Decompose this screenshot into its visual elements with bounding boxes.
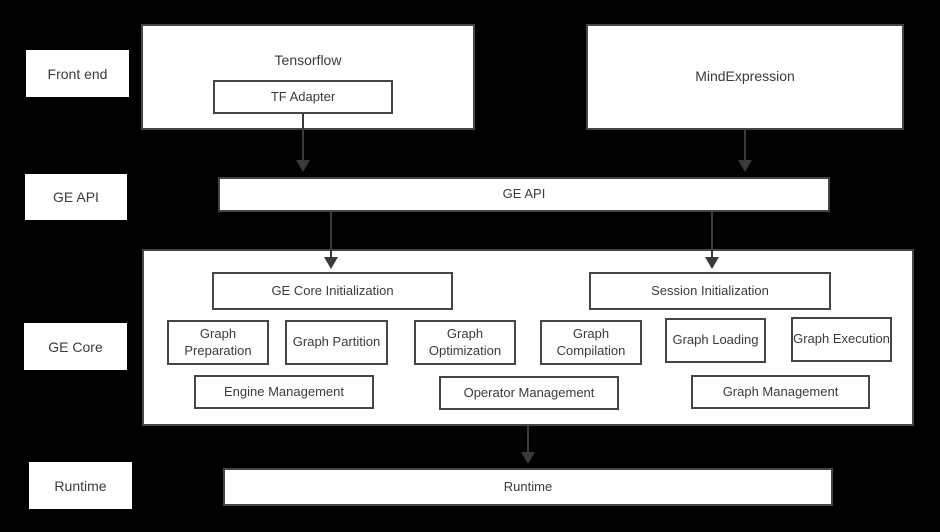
ge-api-bar: GE API (218, 177, 830, 212)
graph-execution-box: Graph Execution (791, 317, 892, 362)
tensorflow-title: Tensorflow (274, 52, 342, 68)
arrow-tf-adapter-to-ge-api (296, 114, 310, 172)
arrow-ge-api-to-session-init (705, 212, 719, 269)
arrow-ge-api-to-ge-core-init (324, 212, 338, 269)
tf-adapter-box: TF Adapter (213, 80, 393, 114)
arrow-mindexpression-to-ge-api (738, 130, 752, 172)
graph-compilation-box: Graph Compilation (540, 320, 642, 365)
operator-management-box: Operator Management (439, 376, 619, 410)
engine-management-box: Engine Management (194, 375, 374, 409)
graph-loading-box: Graph Loading (665, 318, 766, 363)
graph-partition-box: Graph Partition (285, 320, 388, 365)
layer-label-runtime: Runtime (29, 462, 132, 509)
graph-optimization-box: Graph Optimization (414, 320, 516, 365)
graph-management-box: Graph Management (691, 375, 870, 409)
runtime-bar: Runtime (223, 468, 833, 506)
mindexpression-box: MindExpression (586, 24, 904, 130)
arrow-ge-core-to-runtime (521, 426, 535, 464)
layer-label-front-end: Front end (26, 50, 129, 97)
graph-preparation-box: Graph Preparation (167, 320, 269, 365)
layer-label-ge-api: GE API (25, 174, 127, 220)
layer-label-ge-core: GE Core (24, 323, 127, 370)
ge-core-initialization-box: GE Core Initialization (212, 272, 453, 310)
session-initialization-box: Session Initialization (589, 272, 831, 310)
tensorflow-box: Tensorflow (141, 24, 475, 130)
